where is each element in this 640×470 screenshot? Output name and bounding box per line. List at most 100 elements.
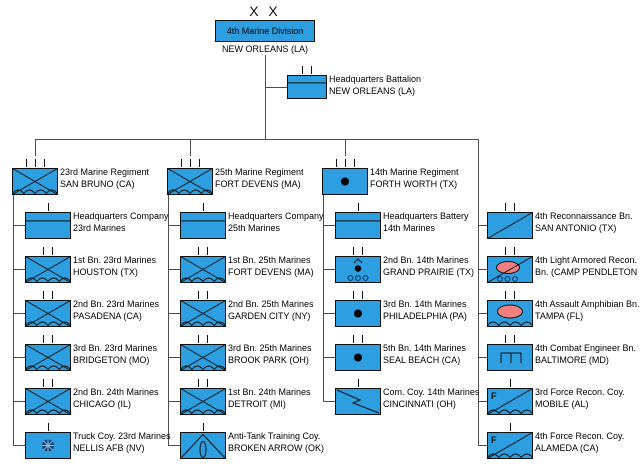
- connector-line: [477, 139, 479, 445]
- assault-amphibian-symbol: [487, 300, 533, 327]
- connector-line: [167, 357, 180, 358]
- unit-location: BROKEN ARROW (OK): [228, 442, 325, 453]
- infantry-reserve-symbol: [180, 388, 226, 415]
- unit-label: 4th Reconnaissance Bn.SAN ANTONIO (TX): [535, 211, 633, 234]
- echelon-tick: [357, 203, 359, 211]
- connector-line: [477, 401, 488, 402]
- echelon-tick: [43, 159, 45, 167]
- unit-location: FORTH WORTH (TX): [370, 178, 458, 189]
- unit-location: DETROIT (MI): [228, 398, 286, 409]
- echelon-tick: [207, 291, 208, 299]
- infantry-reserve-symbol: [167, 168, 213, 195]
- echelon-tick: [505, 291, 506, 299]
- echelon-tick: [202, 203, 204, 211]
- connector-line: [167, 225, 180, 226]
- echelon-tick: [514, 247, 515, 255]
- recon-symbol: [487, 212, 533, 239]
- unit-location: NELLIS AFB (NV): [73, 442, 145, 453]
- unit-name: 3rd Bn. 14th Marines: [383, 299, 467, 309]
- unit-4th-assault-amphibian-bn: 4th Assault Amphibian Bn.TAMPA (FL): [487, 291, 640, 327]
- echelon-tick: [52, 247, 53, 255]
- connector-line: [477, 357, 488, 358]
- connector-line: [264, 55, 266, 139]
- connector-line: [35, 139, 478, 140]
- unit-name: 4th Assault Amphibian Bn.: [535, 299, 640, 309]
- headquarters-symbol: [180, 212, 226, 239]
- unit-location: CINCINNATI (OH): [383, 398, 456, 409]
- connector-line: [167, 195, 169, 445]
- echelon-tick: [344, 159, 346, 167]
- unit-location: PHILADELPHIA (PA): [383, 310, 467, 321]
- echelon-tick: [311, 66, 312, 74]
- echelon-tick: [34, 159, 36, 167]
- echelon-tick: [362, 247, 363, 255]
- unit-location: TAMPA (FL): [535, 310, 584, 321]
- echelon-tick: [198, 291, 199, 299]
- artillery-symbol: [335, 344, 381, 371]
- echelon-tick: [43, 335, 44, 343]
- unit-name: Headquarters Company: [228, 211, 324, 221]
- division-unit: X X 4th Marine Division NEW ORLEANS (LA): [215, 3, 315, 54]
- unit-location: 14th Marines: [383, 222, 436, 233]
- unit-name: Headquarters Battery: [383, 211, 469, 221]
- echelon-tick: [505, 247, 506, 255]
- unit-location: BALTIMORE (MD): [535, 354, 609, 365]
- unit-location: MOBILE (AL): [535, 398, 589, 409]
- echelon-tick: [198, 247, 199, 255]
- light-armored-recon-symbol: [487, 256, 533, 283]
- echelon-tick: [514, 335, 515, 343]
- echelon-tick: [335, 159, 337, 167]
- unit-name: Truck Coy. 23rd Marines: [73, 431, 171, 441]
- unit-anti-tank-training-coy: Anti-Tank Training Coy.BROKEN ARROW (OK): [180, 423, 324, 459]
- unit-name: 2nd Bn. 14th Marines: [383, 255, 469, 265]
- connector-line: [322, 269, 335, 270]
- connector-line: [167, 445, 180, 446]
- unit-location: SAN ANTONIO (TX): [535, 222, 617, 233]
- echelon-tick: [180, 159, 182, 167]
- unit-name: 1st Bn. 23rd Marines: [73, 255, 157, 265]
- unit-4th-light-armored-recon: 4th Light Armored Recon.Bn. (CAMP PENDLE…: [487, 247, 637, 283]
- echelon-tick: [509, 379, 511, 387]
- echelon-tick: [25, 159, 27, 167]
- connector-line: [322, 225, 335, 226]
- connector-line: [167, 269, 180, 270]
- connector-line: [322, 195, 324, 401]
- connector-line: [477, 313, 488, 314]
- unit-name: 25th Marine Regiment: [215, 167, 304, 177]
- unit-location: NEW ORLEANS (LA): [329, 85, 416, 96]
- unit-label: 4th Combat Engineer Bn.BALTIMORE (MD): [535, 343, 636, 366]
- unit-name: 3rd Bn. 23rd Marines: [73, 343, 158, 353]
- unit-location: BROOK PARK (OH): [228, 354, 309, 365]
- unit-location: ALAMEDA (CA): [535, 442, 599, 453]
- infantry-reserve-symbol: [25, 256, 71, 283]
- unit-label: 4th Light Armored Recon.Bn. (CAMP PENDLE…: [535, 255, 637, 278]
- echelon-tick: [353, 247, 354, 255]
- unit-name: 5th Bn. 14th Marines: [383, 343, 467, 353]
- echelon-tick: [207, 335, 208, 343]
- headquarters-symbol: [25, 212, 71, 239]
- unit-location: GARDEN CITY (NY): [228, 310, 311, 321]
- connector-line: [322, 357, 335, 358]
